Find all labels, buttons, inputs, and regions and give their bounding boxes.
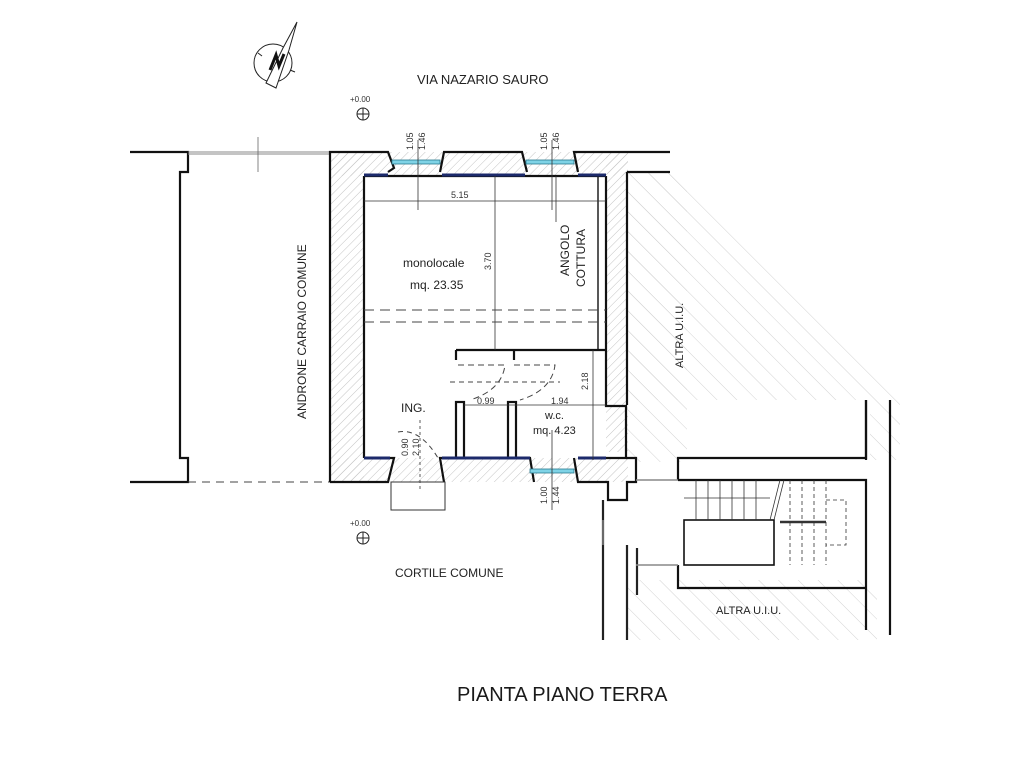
street-label: VIA NAZARIO SAURO <box>417 72 549 87</box>
passage-label: ANDRONE CARRAIO COMUNE <box>295 244 309 419</box>
other-unit-area-right <box>627 172 900 460</box>
elevation-marker-street <box>356 107 370 121</box>
dim-wc-window-width: 1.00 <box>539 486 549 504</box>
room-area-monolocale: mq. 23.35 <box>410 278 464 292</box>
room-area-wc: mq. 4.23 <box>533 425 576 437</box>
dim-wc-window-height: 1.44 <box>551 486 561 504</box>
dim-wc-width: 1.94 <box>551 396 569 406</box>
staircase <box>684 479 847 565</box>
elevation-marker-courtyard <box>356 531 370 545</box>
other-unit-label-bottom: ALTRA U.I.U. <box>716 605 782 617</box>
plan-title: PIANTA PIANO TERRA <box>457 684 668 706</box>
dim-window1-width: 1.05 <box>405 132 415 150</box>
dimension-lines <box>364 140 606 510</box>
other-unit-label-right: ALTRA U.I.U. <box>674 302 686 368</box>
dim-hall-width: 0.99 <box>477 396 495 406</box>
exterior-walls <box>330 152 628 482</box>
room-name-angolo: ANGOLO <box>558 224 572 276</box>
dim-window2-height: 1.46 <box>551 132 561 150</box>
dim-room-width: 5.15 <box>451 190 469 200</box>
courtyard-label: CORTILE COMUNE <box>395 566 504 580</box>
room-name-cottura: COTTURA <box>574 229 588 287</box>
dim-door-height: 2.10 <box>411 438 421 456</box>
dim-room-depth: 3.70 <box>483 252 493 270</box>
entry-step <box>390 481 446 511</box>
elevation-label-courtyard: +0.00 <box>350 519 371 528</box>
dim-window1-height: 1.46 <box>417 132 427 150</box>
elevation-label-street: +0.00 <box>350 95 371 104</box>
north-arrow-icon <box>253 21 298 89</box>
window-inner-edges <box>364 173 606 460</box>
dim-wc-height: 2.18 <box>580 372 590 390</box>
androne-carraio <box>130 137 330 484</box>
room-name-wc: w.c. <box>545 410 564 422</box>
dim-window2-width: 1.05 <box>539 132 549 150</box>
hidden-lines <box>364 309 606 459</box>
room-name-ingresso: ING. <box>401 401 426 415</box>
dim-door-width: 0.90 <box>400 438 410 456</box>
thresholds <box>602 479 678 566</box>
room-name-monolocale: monolocale <box>403 256 465 270</box>
